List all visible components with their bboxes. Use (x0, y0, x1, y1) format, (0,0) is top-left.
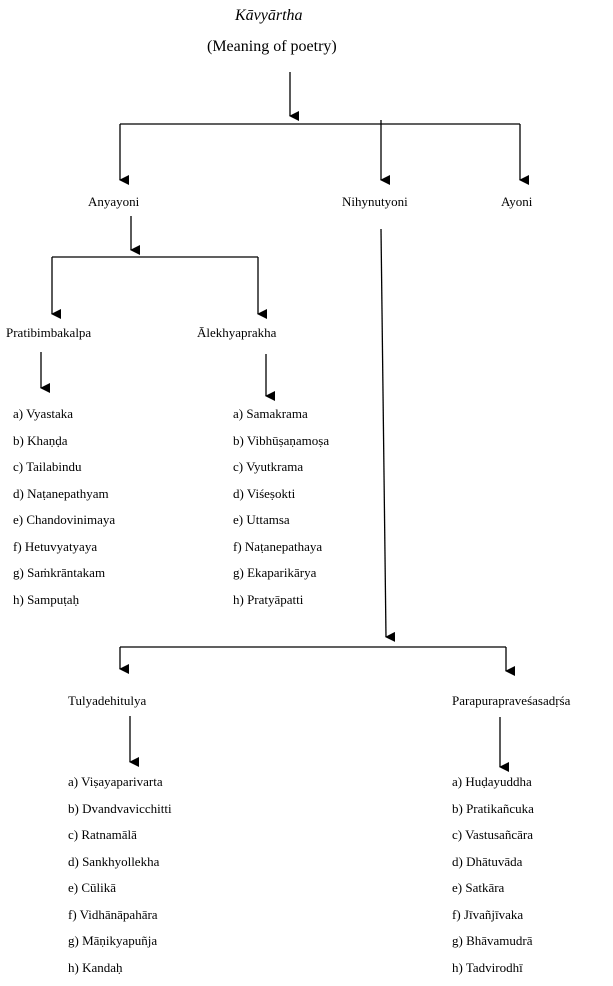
list-item: b) Dvandvavicchitti (68, 801, 172, 828)
list-item: c) Vastusañcāra (452, 827, 534, 854)
list-item: a) Huḍayuddha (452, 774, 534, 801)
list-item: a) Viṣayaparivarta (68, 774, 172, 801)
list-item: h) Tadvirodhī (452, 960, 534, 986)
list-item: a) Samakrama (233, 406, 329, 433)
list-item: d) Naṭanepathyam (13, 486, 115, 513)
list-item: f) Naṭanepathaya (233, 539, 329, 566)
list-item: g) Saṁkrāntakam (13, 565, 115, 592)
node-pratibimbakalpa: Pratibimbakalpa (6, 325, 91, 340)
list-item: e) Cūlikā (68, 880, 172, 907)
list-item: f) Jīvañjīvaka (452, 907, 534, 934)
list-item: b) Vibhūṣaṇamoṣa (233, 433, 329, 460)
root-subtitle: (Meaning of poetry) (207, 38, 337, 56)
node-anyayoni: Anyayoni (88, 194, 139, 209)
list-item: h) Sampuṭaḥ (13, 592, 115, 619)
list-item: e) Satkāra (452, 880, 534, 907)
list-item: a) Vyastaka (13, 406, 115, 433)
list-item: d) Sankhyollekha (68, 854, 172, 881)
alekhyaprakha-list: a) Samakrama b) Vibhūṣaṇamoṣa c) Vyutkra… (233, 406, 329, 618)
list-item: f) Vidhānāpahāra (68, 907, 172, 934)
list-item: e) Uttamsa (233, 512, 329, 539)
node-parapurapravesa: Parapurapraveśasadṛśa (452, 693, 570, 708)
root-title: Kāvyārtha (235, 7, 303, 25)
nihynutyoni-long-arrow (381, 229, 386, 637)
list-item: c) Tailabindu (13, 459, 115, 486)
node-nihynutyoni: Nihynutyoni (342, 194, 408, 209)
node-tulyadehitulya: Tulyadehitulya (68, 693, 146, 708)
list-item: c) Ratnamālā (68, 827, 172, 854)
list-item: g) Ekaparikārya (233, 565, 329, 592)
list-item: e) Chandovinimaya (13, 512, 115, 539)
list-item: g) Bhāvamudrā (452, 933, 534, 960)
parapurapravesa-list: a) Huḍayuddha b) Pratikañcuka c) Vastusa… (452, 774, 534, 986)
pratibimbakalpa-list: a) Vyastaka b) Khaṇḍa c) Tailabindu d) N… (13, 406, 115, 618)
list-item: d) Dhātuvāda (452, 854, 534, 881)
list-item: d) Viśeṣokti (233, 486, 329, 513)
list-item: g) Māṇikyapuñja (68, 933, 172, 960)
list-item: h) Pratyāpatti (233, 592, 329, 619)
list-item: f) Hetuvyatyaya (13, 539, 115, 566)
list-item: h) Kandaḥ (68, 960, 172, 986)
node-ayoni: Ayoni (501, 194, 532, 209)
list-item: b) Pratikañcuka (452, 801, 534, 828)
list-item: b) Khaṇḍa (13, 433, 115, 460)
node-alekhyaprakha: Ālekhyaprakha (197, 325, 276, 340)
tulyadehitulya-list: a) Viṣayaparivarta b) Dvandvavicchitti c… (68, 774, 172, 986)
list-item: c) Vyutkrama (233, 459, 329, 486)
